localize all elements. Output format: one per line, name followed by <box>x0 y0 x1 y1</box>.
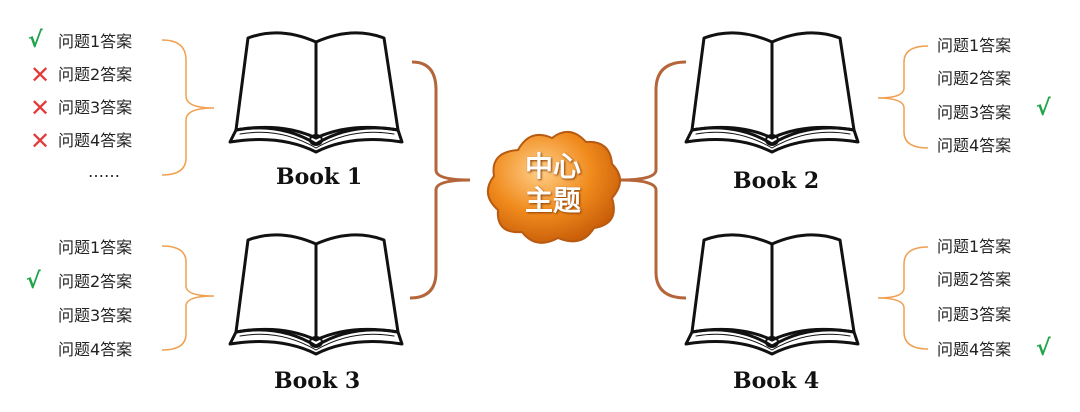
book4-label: Book 4 <box>733 368 820 394</box>
book1-question-4: 问题4答案 <box>58 131 133 150</box>
book3-icon <box>228 233 404 356</box>
book2-question-1: 问题1答案 <box>937 36 1012 55</box>
book4-question-2: 问题2答案 <box>937 270 1012 289</box>
book1-question-bracket <box>161 39 215 176</box>
book3-question-2: 问题2答案 <box>58 272 133 291</box>
book1-question-more: …… <box>88 162 120 181</box>
book4-question-bracket <box>877 246 929 350</box>
center-topic-line2: 主题 <box>524 184 581 217</box>
book1-question-2: 问题2答案 <box>58 65 133 84</box>
book1-label: Book 1 <box>276 164 363 190</box>
book3-q2-correct-icon: √ <box>26 269 41 294</box>
book4-icon <box>684 233 860 356</box>
center-topic-label: 中心 主题 <box>493 150 613 218</box>
book1-q1-correct-icon: √ <box>28 28 43 53</box>
book2-q3-correct-icon: √ <box>1036 96 1051 121</box>
center-topic-cloud <box>487 131 621 244</box>
book1-q3-wrong-icon: ✕ <box>30 94 51 122</box>
book3-question-4: 问题4答案 <box>58 340 133 359</box>
book2-question-3: 问题3答案 <box>937 103 1012 122</box>
book2-question-2: 问题2答案 <box>937 69 1012 88</box>
book1-q4-wrong-icon: ✕ <box>30 127 51 155</box>
book4-question-4: 问题4答案 <box>937 340 1012 359</box>
book3-label: Book 3 <box>274 368 361 394</box>
book1-question-1: 问题1答案 <box>58 32 133 51</box>
book2-question-bracket <box>877 45 929 149</box>
book3-question-1: 问题1答案 <box>58 238 133 257</box>
book2-question-4: 问题4答案 <box>937 136 1012 155</box>
book4-q4-correct-icon: √ <box>1036 336 1051 361</box>
left-main-bracket <box>409 60 471 300</box>
book2-label: Book 2 <box>733 168 820 194</box>
book4-question-3: 问题3答案 <box>937 305 1012 324</box>
book1-q2-wrong-icon: ✕ <box>30 61 51 89</box>
book4-question-1: 问题1答案 <box>937 237 1012 256</box>
book3-question-bracket <box>161 245 215 351</box>
book1-icon <box>228 31 404 154</box>
book2-icon <box>684 31 860 154</box>
book1-question-3: 问题3答案 <box>58 98 133 117</box>
center-topic-line1: 中心 <box>524 150 581 183</box>
book3-question-3: 问题3答案 <box>58 306 133 325</box>
